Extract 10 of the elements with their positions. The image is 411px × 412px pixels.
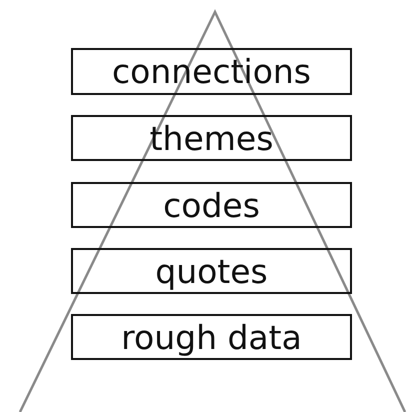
level-box xyxy=(71,248,352,294)
level-label: themes xyxy=(150,122,274,154)
level-box xyxy=(71,314,352,360)
level-box xyxy=(71,115,352,161)
level-label: quotes xyxy=(155,254,268,288)
level-box xyxy=(71,48,352,95)
level-label: rough data xyxy=(121,320,302,354)
level-box xyxy=(71,182,352,228)
level-label: connections xyxy=(112,55,311,88)
level-label: codes xyxy=(163,188,260,222)
